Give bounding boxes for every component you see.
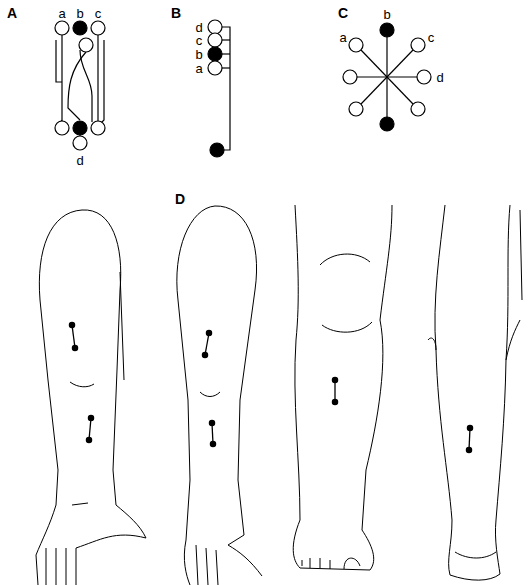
- electrode-label: b: [383, 8, 390, 21]
- electrode-label: b: [76, 7, 83, 20]
- electrode-label: c: [95, 7, 102, 20]
- electrode-label: a: [195, 62, 202, 75]
- electrode-wiring-b: [208, 20, 230, 157]
- panel-letter: A: [7, 6, 17, 20]
- electrode-label: b: [195, 48, 202, 61]
- electrode-a: [55, 21, 105, 150]
- electrode-label: d: [436, 71, 443, 84]
- electrode-label: d: [195, 21, 202, 34]
- electrode-wiring-a: [56, 35, 104, 136]
- electrode-label: c: [428, 31, 435, 44]
- electrode-label: a: [339, 31, 346, 44]
- panel-letter: B: [171, 6, 181, 20]
- panel-letter: D: [175, 192, 185, 206]
- limb-outline: [36, 205, 522, 585]
- panel-letter: C: [338, 6, 348, 20]
- electrode-label: c: [196, 34, 203, 47]
- electrode-star-c: [343, 23, 431, 131]
- electrode-label: a: [58, 7, 65, 20]
- electrode-pair: [69, 322, 472, 452]
- electrode-label: d: [76, 154, 83, 167]
